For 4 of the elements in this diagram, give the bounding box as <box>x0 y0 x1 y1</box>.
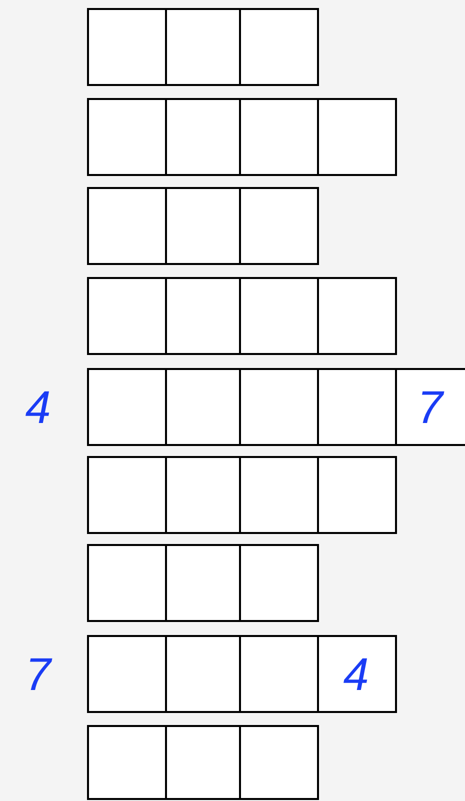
clue-number: 7 <box>25 651 51 697</box>
clue-number: 7 <box>417 384 443 430</box>
clue-number: 4 <box>25 384 51 430</box>
clue-number: 4 <box>343 651 369 697</box>
